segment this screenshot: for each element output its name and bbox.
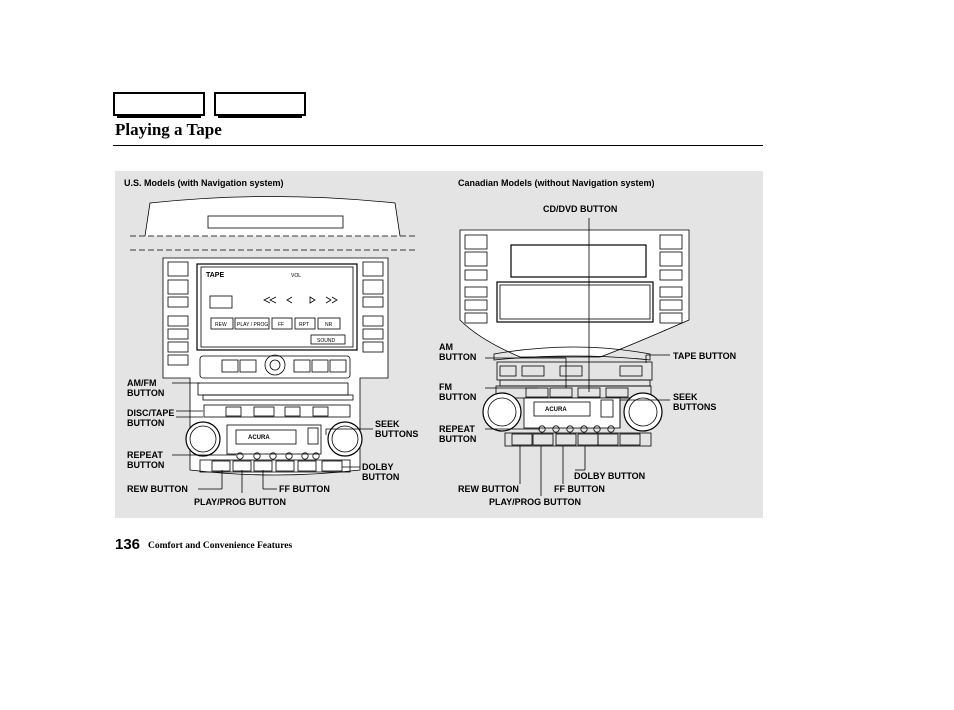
us-screen-btn-rpt: RPT [299, 322, 309, 328]
section-footer: Comfort and Convenience Features [148, 541, 293, 551]
ca-callout-am: AM BUTTON [439, 342, 477, 362]
page-number: 136 [115, 536, 141, 553]
us-screen-heading: TAPE [206, 272, 224, 279]
us-callout-ff: FF BUTTON [279, 484, 330, 494]
title-divider [113, 145, 763, 146]
us-screen-text: TAPE VOL REW PLAY / PROG FF RPT NR SOUND… [206, 272, 567, 441]
ca-callout-dolby: DOLBY BUTTON [574, 471, 646, 481]
us-screen-btn-ff: FF [278, 322, 284, 328]
ca-brand: ACURA [545, 407, 567, 413]
us-top-display [207, 215, 344, 229]
us-screen-vol: VOL [291, 273, 301, 279]
ca-callout-play-prog: PLAY/PROG BUTTON [489, 497, 582, 507]
us-screen-sound: SOUND [317, 338, 335, 344]
us-tape-slot [226, 424, 322, 455]
us-screen-btn-play: PLAY / PROG [237, 322, 268, 328]
canadian-models-label: Canadian Models (without Navigation syst… [458, 178, 655, 188]
us-nav-screen [196, 263, 358, 351]
us-callout-dolby: DOLBY BUTTON [362, 462, 400, 482]
ca-callout-fm: FM BUTTON [439, 382, 477, 402]
us-callout-amfm: AM/FM BUTTON [127, 378, 165, 398]
ca-left-knob [482, 392, 522, 432]
ca-radio-display [496, 281, 654, 323]
us-brand: ACURA [248, 435, 270, 441]
ca-right-knob [623, 392, 663, 432]
us-screen-btn-nr: NR [325, 322, 333, 328]
us-callout-repeat: REPEAT BUTTON [127, 450, 165, 470]
us-left-knob [185, 421, 221, 457]
us-callout-seek: SEEK BUTTONS [375, 419, 419, 439]
nav-tab-2[interactable] [214, 92, 306, 118]
ca-climate-display [510, 244, 647, 278]
ca-callout-repeat: REPEAT BUTTON [439, 424, 477, 444]
ca-callout-ff: FF BUTTON [554, 484, 605, 494]
us-right-knob [327, 421, 363, 457]
us-callout-disc-tape: DISC/TAPE BUTTON [127, 408, 175, 428]
page-title: Playing a Tape [115, 120, 222, 139]
ca-callout-rew: REW BUTTON [458, 484, 519, 494]
ca-callout-seek: SEEK BUTTONS [673, 392, 717, 412]
us-callout-play-prog: PLAY/PROG BUTTON [194, 497, 287, 507]
nav-tab-1[interactable] [113, 92, 205, 118]
ca-callout-tape: TAPE BUTTON [673, 351, 737, 361]
us-callout-rew: REW BUTTON [127, 484, 188, 494]
us-screen-btn-rew: REW [215, 322, 227, 328]
ca-callout-cd-dvd: CD/DVD BUTTON [543, 204, 618, 214]
ca-tape-slot [523, 397, 621, 429]
us-models-label: U.S. Models (with Navigation system) [124, 178, 284, 188]
